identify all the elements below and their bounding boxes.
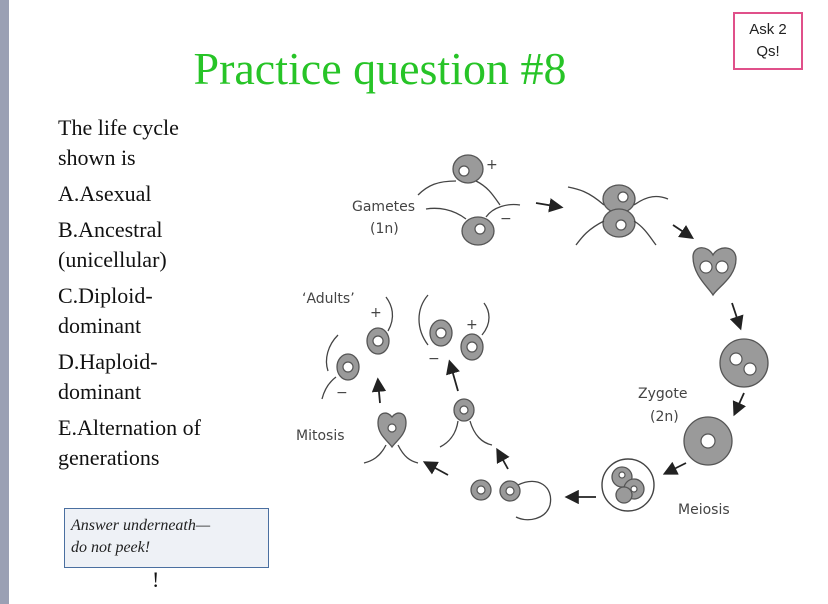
adult-minus-sign-left: −: [336, 385, 348, 401]
option-b-cont: (unicellular): [58, 247, 167, 272]
option-c-cont: dominant: [58, 313, 142, 338]
meiosis-cyst: [601, 458, 655, 512]
adult-plus-sign-right: +: [466, 317, 478, 333]
zygote-ploidy-label: (2n): [650, 409, 679, 425]
answer-hint-box: Answer underneath— do not peek!: [64, 508, 269, 568]
adult-cells-left: + −: [321, 296, 394, 401]
option-b: B.Ancestral: [58, 217, 163, 242]
question-stem-line-2: shown is: [58, 145, 136, 170]
zygote-binucleate: [719, 338, 769, 388]
fusing-gametes: [567, 184, 669, 246]
option-e: E.Alternation of: [58, 415, 201, 440]
gametes-label: Gametes: [352, 199, 415, 215]
gamete-plus-sign: +: [486, 157, 498, 173]
life-cycle-diagram: Gametes (1n) ‘Adults’ Zygote (2n) Mitosi…: [296, 154, 769, 521]
ask-questions-note: Ask 2 Qs!: [733, 12, 803, 70]
option-c: C.Diploid-: [58, 283, 153, 308]
slide-left-bar: [0, 0, 9, 604]
option-d-cont: dominant: [58, 379, 142, 404]
fused-cell: [692, 247, 737, 297]
meiosis-label: Meiosis: [678, 502, 730, 518]
option-d: D.Haploid-: [58, 349, 158, 374]
question-stem-line-1: The life cycle: [58, 115, 179, 140]
zygote-label: Zygote: [638, 386, 687, 402]
gamete-plus-cell: +: [417, 154, 501, 206]
adults-label: ‘Adults’: [302, 291, 355, 307]
daughter-cell: [439, 398, 493, 448]
slide-title: Practice question #8: [193, 43, 567, 94]
mitosis-label: Mitosis: [296, 428, 345, 444]
adult-plus-sign-left: +: [370, 305, 382, 321]
answer-hint-line-1: Answer underneath—: [71, 517, 211, 534]
ask-note-line-2: Qs!: [756, 43, 780, 60]
option-a: A.Asexual: [58, 181, 152, 206]
gamete-minus-cell: −: [425, 203, 521, 246]
zygote-cell: [683, 416, 733, 466]
option-e-cont: generations: [58, 445, 160, 470]
adult-minus-sign-right: −: [428, 351, 440, 367]
adult-cells-right: + −: [418, 294, 490, 367]
ask-note-line-1: Ask 2: [749, 21, 787, 38]
gamete-minus-sign: −: [500, 211, 512, 227]
mitosis-cell: [363, 412, 419, 464]
question-text: The life cycle shown is A.Asexual B.Ance…: [58, 113, 258, 473]
answer-hint-line-2: do not peek!: [71, 539, 151, 556]
answer-mark: !: [152, 567, 160, 592]
gametes-ploidy-label: (1n): [370, 221, 399, 237]
released-cells: [470, 479, 552, 521]
